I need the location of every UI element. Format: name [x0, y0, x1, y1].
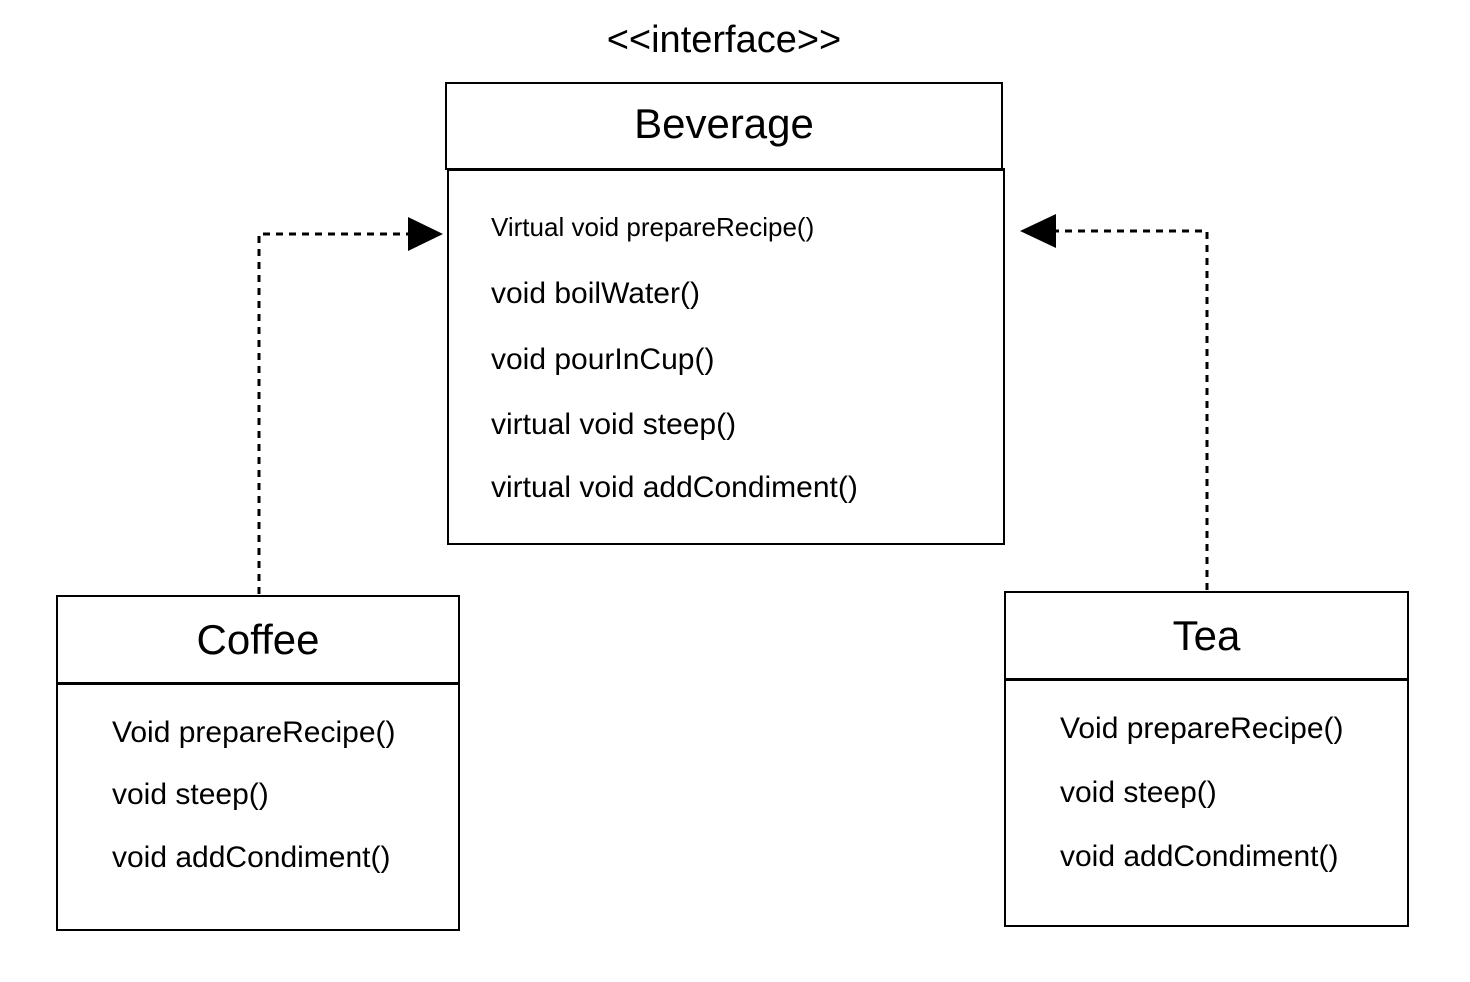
beverage-method: virtual void addCondiment() [491, 471, 858, 504]
coffee-dashed-line [257, 232, 410, 594]
beverage-method: virtual void steep() [491, 408, 737, 441]
tea-method: void addCondiment() [1060, 840, 1339, 873]
coffee-method: void steep() [112, 778, 269, 811]
tea-class-box: Tea Void prepareRecipe() void steep() vo… [1004, 591, 1409, 927]
beverage-method: void boilWater() [491, 277, 700, 310]
tea-dashed-line [1054, 229, 1209, 590]
tea-class-name: Tea [1006, 593, 1407, 681]
tea-method: void steep() [1060, 776, 1217, 809]
tea-arrowhead [1020, 214, 1056, 248]
tea-to-beverage-connector [1020, 214, 1209, 590]
beverage-method: Virtual void prepareRecipe() [491, 212, 815, 242]
tea-method: Void prepareRecipe() [1060, 712, 1344, 745]
beverage-method: void pourInCup() [491, 343, 715, 376]
coffee-class-name: Coffee [58, 597, 458, 685]
beverage-class-box: Beverage [445, 82, 1003, 170]
coffee-class-box: Coffee Void prepareRecipe() void steep()… [56, 595, 460, 931]
coffee-arrowhead [408, 217, 443, 251]
beverage-methods-box: Virtual void prepareRecipe() void boilWa… [447, 168, 1005, 545]
beverage-class-name: Beverage [634, 100, 814, 147]
coffee-method: Void prepareRecipe() [112, 716, 396, 749]
interface-stereotype: <<interface>> [606, 19, 842, 61]
coffee-to-beverage-connector [257, 217, 443, 594]
coffee-method: void addCondiment() [112, 841, 391, 874]
